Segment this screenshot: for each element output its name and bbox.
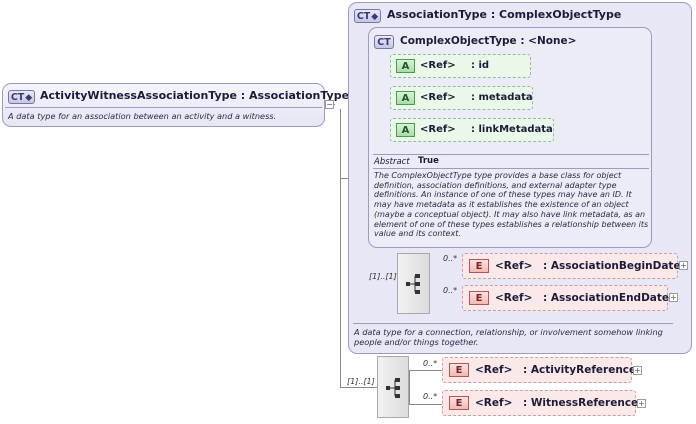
attribute-ref: <Ref> — [420, 92, 456, 103]
attribute-id[interactable]: A <Ref> : id — [390, 54, 531, 78]
abstract-label: Abstract — [374, 157, 410, 167]
sequence-multiplicity: [1]..[1] — [347, 377, 375, 386]
attribute-link-metadata[interactable]: A <Ref> : linkMetadata — [390, 118, 554, 142]
connector-line — [340, 178, 348, 179]
connector-line — [340, 109, 341, 387]
element-ref: <Ref> — [475, 397, 513, 409]
expand-toggle[interactable]: + — [633, 366, 642, 375]
complex-type-icon: CT◆ — [354, 9, 381, 23]
complex-type-icon: CT — [374, 35, 394, 49]
sequence-compositor[interactable] — [377, 356, 409, 418]
attribute-ref: <Ref> — [420, 60, 456, 71]
element-multiplicity: 0..* — [443, 286, 458, 295]
element-icon: E — [469, 259, 489, 273]
element-name: : ActivityReference — [523, 364, 637, 376]
element-name: : WitnessReference — [523, 397, 639, 409]
connector-line — [340, 387, 378, 388]
complex-type-icon: CT◆ — [8, 90, 35, 104]
complex-object-type-description: The ComplexObjectType type provides a ba… — [374, 171, 649, 239]
element-icon: E — [449, 396, 469, 410]
attribute-icon: A — [396, 91, 415, 105]
divider — [373, 154, 649, 155]
root-type-description: A data type for an association between a… — [8, 111, 277, 121]
complex-object-type-title: ComplexObjectType : <None> — [400, 35, 577, 47]
attribute-icon: A — [396, 59, 415, 73]
element-association-end-date[interactable]: E <Ref> : AssociationEndDate — [462, 285, 670, 311]
sequence-multiplicity: [1]..[1] — [369, 272, 397, 281]
attribute-name: : linkMetadata — [471, 124, 553, 135]
divider — [5, 107, 322, 108]
attribute-name: : metadata — [471, 92, 533, 103]
element-witness-reference[interactable]: E <Ref> : WitnessReference — [442, 390, 639, 416]
expand-toggle[interactable]: + — [679, 261, 688, 270]
attribute-name: : id — [471, 60, 490, 71]
sequence-icon — [386, 378, 400, 398]
element-ref: <Ref> — [495, 260, 533, 272]
connector-line — [409, 370, 410, 404]
divider — [373, 168, 649, 169]
collapse-toggle[interactable]: − — [325, 100, 334, 109]
attribute-metadata[interactable]: A <Ref> : metadata — [390, 86, 533, 110]
element-icon: E — [449, 363, 469, 377]
root-type-title: ActivityWitnessAssociationType : Associa… — [40, 89, 350, 102]
divider — [353, 323, 673, 324]
root-complex-type[interactable]: CT◆ ActivityWitnessAssociationType : Ass… — [2, 83, 349, 127]
element-icon: E — [469, 291, 489, 305]
element-multiplicity: 0..* — [423, 392, 438, 401]
element-multiplicity: 0..* — [423, 359, 438, 368]
attribute-ref: <Ref> — [420, 124, 456, 135]
sequence-compositor[interactable] — [397, 253, 430, 314]
element-ref: <Ref> — [495, 292, 533, 304]
attribute-icon: A — [396, 123, 415, 137]
connector-line — [409, 404, 442, 405]
abstract-value: True — [418, 156, 439, 166]
element-association-begin-date[interactable]: E <Ref> : AssociationBeginDate — [462, 253, 681, 279]
association-type-title: AssociationType : ComplexObjectType — [387, 8, 622, 21]
expand-toggle[interactable]: + — [637, 399, 646, 408]
sequence-icon — [406, 274, 420, 294]
connector-line — [409, 370, 442, 371]
element-multiplicity: 0..* — [443, 254, 458, 263]
element-name: : AssociationBeginDate — [543, 260, 681, 272]
association-type-description: A data type for a connection, relationsh… — [354, 327, 663, 347]
element-ref: <Ref> — [475, 364, 513, 376]
expand-toggle[interactable]: + — [669, 293, 678, 302]
element-activity-reference[interactable]: E <Ref> : ActivityReference — [442, 357, 636, 383]
element-name: : AssociationEndDate — [543, 292, 670, 304]
